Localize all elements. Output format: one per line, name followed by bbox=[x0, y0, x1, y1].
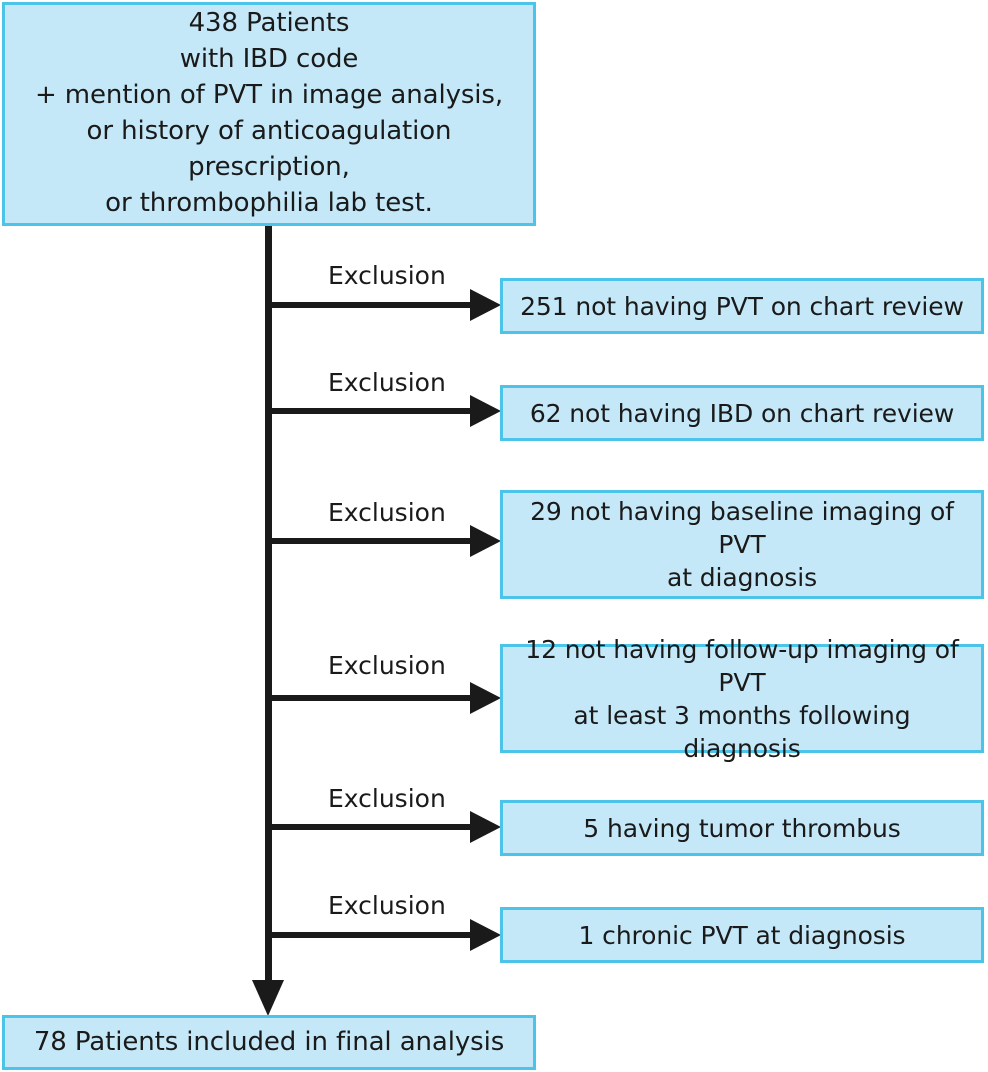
exclusion-box-text: 12 not having follow-up imaging of PVT a… bbox=[503, 633, 981, 765]
exclusion-label: Exclusion bbox=[328, 891, 446, 920]
exclusion-box-text: 29 not having baseline imaging of PVT at… bbox=[503, 495, 981, 594]
main-flow-line bbox=[265, 226, 272, 1001]
exclusion-label: Exclusion bbox=[328, 261, 446, 290]
cohort-source-line: 438 Patients bbox=[188, 8, 350, 39]
exclusion-arrowhead-icon bbox=[470, 525, 501, 557]
exclusion-label: Exclusion bbox=[328, 651, 446, 680]
exclusion-box-line: 251 not having PVT on chart review bbox=[520, 291, 964, 321]
cohort-source-line: or thrombophilia lab test. bbox=[105, 187, 433, 218]
final-cohort-box: 78 Patients included in final analysis bbox=[2, 1015, 536, 1070]
exclusion-arrowhead-icon bbox=[470, 395, 501, 427]
cohort-source-line: or history of anticoagulation prescripti… bbox=[86, 116, 452, 182]
exclusion-box: 29 not having baseline imaging of PVT at… bbox=[500, 490, 984, 599]
final-cohort-line: 78 Patients included in final analysis bbox=[33, 1027, 505, 1058]
exclusion-box-text: 5 having tumor thrombus bbox=[503, 812, 981, 845]
final-cohort-text: 78 Patients included in final analysis bbox=[5, 1025, 533, 1059]
exclusion-box-line: 62 not having IBD on chart review bbox=[529, 398, 955, 428]
exclusion-box-line: 5 having tumor thrombus bbox=[583, 813, 901, 843]
exclusion-box-text: 62 not having IBD on chart review bbox=[503, 397, 981, 430]
cohort-source-line: with IBD code bbox=[179, 44, 359, 75]
exclusion-label: Exclusion bbox=[328, 498, 446, 527]
exclusion-label: Exclusion bbox=[328, 368, 446, 397]
cohort-source-line: + mention of PVT in image analysis, bbox=[34, 80, 504, 111]
exclusion-arrow-shaft bbox=[268, 824, 475, 830]
exclusion-label: Exclusion bbox=[328, 784, 446, 813]
exclusion-box: 251 not having PVT on chart review bbox=[500, 278, 984, 334]
exclusion-box-text: 251 not having PVT on chart review bbox=[503, 290, 981, 323]
exclusion-box-line: at least 3 months following diagnosis bbox=[573, 700, 911, 763]
cohort-source-box: 438 Patients with IBD code + mention of … bbox=[2, 2, 536, 226]
exclusion-box-line: 29 not having baseline imaging of PVT bbox=[530, 497, 954, 559]
exclusion-arrow-shaft bbox=[268, 302, 475, 308]
exclusion-arrow-shaft bbox=[268, 695, 475, 701]
exclusion-arrowhead-icon bbox=[470, 682, 501, 714]
exclusion-box-line: 1 chronic PVT at diagnosis bbox=[578, 920, 906, 950]
exclusion-arrow-shaft bbox=[268, 538, 475, 544]
exclusion-box-line: at diagnosis bbox=[666, 563, 817, 592]
exclusion-box-text: 1 chronic PVT at diagnosis bbox=[503, 919, 981, 952]
exclusion-box-line: 12 not having follow-up imaging of PVT bbox=[525, 634, 959, 697]
exclusion-arrowhead-icon bbox=[470, 811, 501, 843]
exclusion-arrowhead-icon bbox=[470, 919, 501, 951]
exclusion-box: 62 not having IBD on chart review bbox=[500, 385, 984, 441]
main-flow-arrowhead-icon bbox=[252, 980, 284, 1016]
exclusion-box: 1 chronic PVT at diagnosis bbox=[500, 907, 984, 963]
exclusion-box: 12 not having follow-up imaging of PVT a… bbox=[500, 635, 984, 763]
exclusion-box: 5 having tumor thrombus bbox=[500, 800, 984, 856]
exclusion-arrowhead-icon bbox=[470, 289, 501, 321]
cohort-source-text: 438 Patients with IBD code + mention of … bbox=[5, 6, 533, 221]
exclusion-arrow-shaft bbox=[268, 932, 475, 938]
exclusion-arrow-shaft bbox=[268, 408, 475, 414]
